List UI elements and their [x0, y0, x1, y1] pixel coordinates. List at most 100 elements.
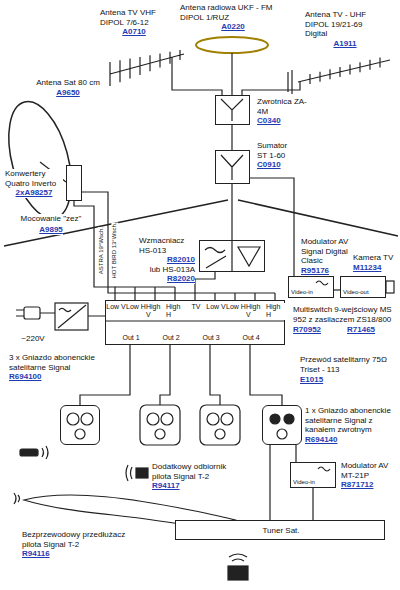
text-group: Konwertery Quatro Inverto2xA98257 [5, 169, 63, 198]
antenna-fm: Antena radiowa UKF - FM DIPOL 1/RUZA0220 [180, 2, 286, 60]
text-group: Low H [126, 303, 146, 311]
product-code: A9650 [56, 88, 80, 98]
socket [200, 405, 240, 445]
label-group: ASTRA 19°Wsch. [97, 227, 104, 274]
text-group: Bezprzewodowy przedłużacz pilota Signal … [22, 530, 144, 559]
text-group: Video-out [343, 289, 383, 296]
modulator-box: Modulator AV MT-21PR871712Video-in [290, 462, 336, 488]
caption-text: Video-out [343, 289, 369, 296]
ir-emitter-icon [228, 566, 248, 580]
caption-text: Kamera TV [353, 253, 393, 263]
wall-socket-return: 1 x Gniazdo abonenckie satelitarne Signa… [262, 405, 302, 445]
product-code: A0220 [221, 22, 245, 32]
cable-label: HOT BIRD 13°Wsch. [111, 222, 118, 278]
text-group: Low V [206, 303, 226, 311]
label-group: Przewód satelitarny 75Ω Triset - 113 [300, 355, 396, 374]
text-group: Antena Sat 80 cmA9650 [26, 78, 110, 97]
product-code: E1015 [300, 375, 323, 385]
product-code: R694100 [9, 372, 41, 382]
text-group: Modulator AV Signal Digital ClasicR95176 [301, 237, 353, 275]
cable-connector [269, 445, 270, 520]
text-group: Multiswitch 9-wejściowy MS 952 z zasilac… [293, 305, 397, 324]
text-group: Video-in [291, 289, 321, 296]
text-group: Video-in [293, 479, 323, 486]
caption-text: Video-in [293, 479, 315, 486]
amplifier-symbol [205, 240, 260, 272]
lnb-cable [82, 192, 275, 300]
label-group: A9895 [14, 225, 88, 235]
caption-text: Antena TV VHF DIPOL 7/6-12 [100, 8, 168, 27]
cable-connector [231, 125, 232, 150]
text-group: High H [266, 303, 286, 320]
caption-text: High H [166, 303, 186, 320]
text-group: Wzmacniacz HS-013R82010lub HS-013AR82020 [139, 236, 195, 284]
caption-text: Zwrotnica ZA-4M [257, 97, 309, 116]
amplifier-box: Wzmacniacz HS-013R82010lub HS-013AR82020 [199, 240, 265, 272]
label-group: E1015 [300, 375, 396, 385]
multiswitch-divider [105, 320, 285, 321]
ir-waves [14, 493, 20, 504]
socket-outlet [221, 413, 233, 425]
label-group: HOT BIRD 13°Wsch. [111, 222, 118, 278]
caption-text: Tuner Sat. [262, 526, 299, 536]
ir-waves [42, 446, 48, 459]
text-group: Dodatkowy odbiornik pilota Signal T-2R94… [152, 462, 242, 491]
text-group: High V [246, 303, 266, 320]
text-group: High H [166, 303, 186, 320]
remote-icon [20, 449, 38, 456]
cable-connector [195, 272, 215, 300]
caption-text: Out 1 [122, 334, 139, 342]
caption-text: Antena radiowa UKF - FM DIPOL 1/RUZ [180, 3, 286, 22]
text-group: Antena TV - UHF DIPOL 19/21-69 DigitalA1… [305, 10, 385, 48]
caption-text: Low H [226, 303, 246, 311]
product-code: R95176 [301, 266, 329, 276]
cable-connector [250, 178, 294, 276]
product-code: 2xA98257 [16, 188, 53, 198]
label-group: ~220V [8, 334, 58, 344]
text-group: Antena radiowa UKF - FM DIPOL 1/RUZA0220 [180, 3, 286, 32]
product-code: R694140 [305, 435, 337, 445]
text-group: Tuner Sat. [176, 526, 386, 536]
cable-connector [231, 184, 232, 240]
text-group: Sumator ST 1-60C0910 [257, 141, 299, 170]
product-code: R70952 [293, 325, 321, 335]
socket-outlet [155, 429, 165, 439]
camera-lens [386, 281, 394, 293]
text-group: Low H [226, 303, 246, 311]
caption-text: Wzmacniacz HS-013 [139, 236, 195, 255]
caption-text: Konwertery Quatro Inverto [5, 169, 63, 188]
caption-text: Modulator AV Signal Digital Clasic [301, 237, 353, 266]
caption-text: Bezprzewodowy przedłużacz pilota Signal … [22, 530, 144, 549]
caption-text: Video-in [291, 289, 313, 296]
text-group: Zwrotnica ZA-4MC0340 [257, 97, 309, 126]
product-code: A1911 [333, 39, 356, 49]
caption-text: Out 4 [242, 334, 259, 342]
caption-text: Antena TV - UHF DIPOL 19/21-69 Digital [305, 10, 385, 39]
caption-text: 1 x Gniazdo abonenckie satelitarne Signa… [305, 406, 398, 435]
product-code: M11234 [353, 263, 381, 273]
text-group: R70952 [293, 325, 345, 335]
caption-text: Modulator AV MT-21P [341, 461, 397, 480]
lnb-box: Konwertery Quatro Inverto2xA98257 [66, 165, 82, 201]
socket-outlet [81, 413, 93, 425]
product-code: R82020 [167, 274, 195, 284]
text-group: High V [146, 303, 166, 320]
socket [140, 405, 180, 445]
mount-label: Mocowanie "zez" [21, 214, 82, 224]
modulator-box: Modulator AV Signal Digital ClasicR95176… [288, 276, 334, 298]
socket-outlet [277, 429, 287, 439]
socket-outlet [215, 429, 225, 439]
fm-antenna-ring [196, 37, 268, 53]
multiswitch-box: Multiswitch 9-wejściowy MS 952 z zasilac… [105, 300, 285, 345]
caption-text: High V [246, 303, 266, 320]
text-group: 3 x Gniazdo abonenckie satelitarne Signa… [9, 353, 109, 382]
caption-text: Low V [106, 303, 125, 311]
caption-text: Antena Sat 80 cm [36, 78, 100, 88]
socket-cable [160, 345, 220, 405]
combiner-symbol [221, 155, 243, 180]
product-code: C0910 [257, 160, 281, 170]
text-group: Out 4 [236, 334, 266, 342]
cable-label: ASTRA 19°Wsch. [97, 227, 104, 274]
socket-outlet [75, 429, 85, 439]
